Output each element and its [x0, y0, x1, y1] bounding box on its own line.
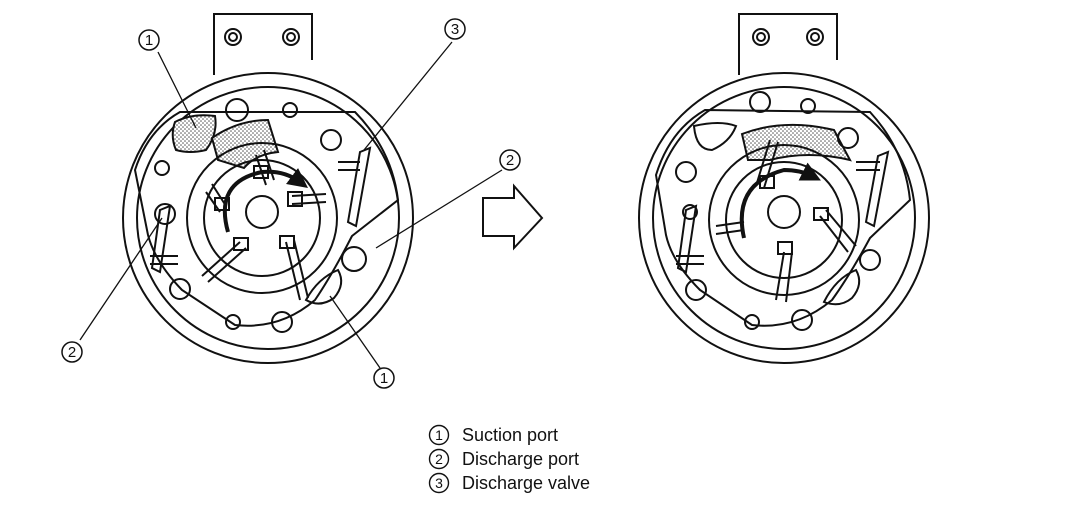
- mounting-bracket: [213, 13, 313, 75]
- rotation-arrow: [222, 168, 309, 233]
- right-compressor-unit: [638, 13, 930, 364]
- suction-region-shaded: [171, 114, 217, 153]
- rotor-ring: [186, 142, 338, 294]
- legend-label: Suction port: [462, 425, 559, 445]
- valve-plate: [133, 111, 400, 327]
- legend-number-marker: 1: [428, 424, 450, 446]
- legend: 1 Suction port 2 Discharge port 3 Discha…: [428, 423, 590, 495]
- svg-text:1: 1: [145, 32, 153, 49]
- outer-housing: [122, 72, 414, 364]
- discharge-region-shaded: [740, 123, 852, 162]
- callout-marker-2-bottom: 2: [61, 341, 83, 363]
- legend-item-discharge-port: 2 Discharge port: [428, 447, 590, 471]
- svg-text:2: 2: [435, 451, 443, 467]
- vane: [755, 139, 779, 189]
- shaft: [767, 195, 801, 229]
- shaft: [245, 195, 279, 229]
- svg-text:2: 2: [68, 344, 76, 361]
- callout-marker-1-bottom: 1: [373, 367, 395, 389]
- vane: [819, 209, 857, 253]
- vane: [775, 251, 793, 303]
- mounting-bracket: [738, 13, 838, 75]
- svg-text:3: 3: [451, 21, 459, 38]
- inner-housing: [652, 86, 916, 350]
- suction-port-bottom: [822, 268, 861, 306]
- discharge-valve-left: [676, 204, 698, 274]
- discharge-valve-right: [346, 146, 372, 228]
- vane: [291, 193, 327, 205]
- rotation-arrow: [739, 162, 821, 239]
- svg-text:1: 1: [380, 370, 388, 387]
- valve-plate: [654, 108, 912, 327]
- callout-marker-3: 3: [444, 18, 466, 40]
- left-compressor-unit: [122, 13, 414, 364]
- callout-leaders: [79, 41, 503, 369]
- legend-item-suction-port: 1 Suction port: [428, 423, 590, 447]
- legend-item-discharge-valve: 3 Discharge valve: [428, 471, 590, 495]
- legend-number-marker: 2: [428, 448, 450, 470]
- callout-marker-1-top: 1: [138, 29, 160, 51]
- legend-label: Discharge port: [462, 449, 580, 469]
- vane: [285, 239, 309, 301]
- legend-number-marker: 3: [428, 472, 450, 494]
- outer-housing: [638, 72, 930, 364]
- svg-text:1: 1: [435, 427, 443, 443]
- rotor-inner-ring: [725, 161, 843, 279]
- discharge-valve-left: [150, 204, 172, 274]
- callout-marker-2-right: 2: [499, 149, 521, 171]
- inner-housing: [136, 86, 400, 350]
- vane: [715, 221, 745, 235]
- svg-text:2: 2: [506, 152, 514, 169]
- transition-arrow-icon: [482, 183, 544, 251]
- legend-label: Discharge valve: [462, 473, 591, 493]
- rotor-inner-ring: [203, 159, 321, 277]
- rotor-ring: [708, 144, 860, 296]
- suction-port-bottom: [304, 268, 343, 305]
- svg-text:3: 3: [435, 475, 443, 491]
- discharge-valve-right: [864, 150, 890, 228]
